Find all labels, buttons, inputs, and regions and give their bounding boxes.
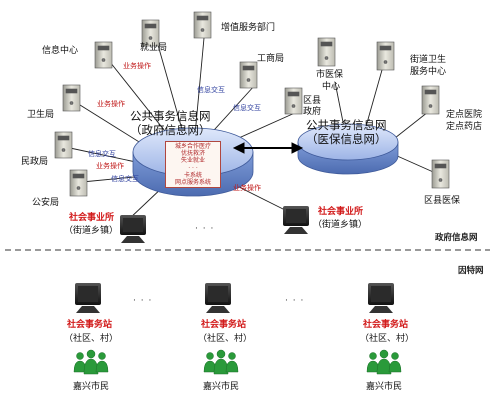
computer-icon: [205, 283, 231, 313]
zone-label-gov: 政府信息网: [435, 233, 478, 243]
server-icon: [284, 87, 303, 115]
server-icon: [62, 84, 81, 112]
computer-icon: [368, 283, 394, 313]
computer-icon: [75, 283, 101, 313]
server-icon: [54, 131, 73, 159]
server-icon: [317, 37, 336, 67]
ellipsis: · · ·: [133, 296, 153, 306]
server-icon: [239, 61, 258, 89]
office-subtitle: （街道乡镇）: [313, 220, 368, 230]
citizens-label: 嘉兴市民: [366, 382, 403, 392]
link-label-exchange: 信息交互: [233, 104, 261, 112]
station-title: 社会事务站: [363, 320, 409, 330]
link-label-business: 业务操作: [123, 62, 151, 70]
server-icon: [69, 169, 88, 197]
citizens-label: 嘉兴市民: [73, 382, 110, 392]
service-line: 优抚救济: [180, 150, 205, 158]
medical-network-title: 公共事务信息网: [306, 118, 387, 132]
station-computers: [75, 283, 394, 313]
server-icon: [94, 41, 113, 69]
service-line: 网点服务系统: [174, 179, 211, 187]
link-label-exchange: 信息交互: [88, 150, 116, 158]
ellipsis: · · ·: [195, 224, 215, 234]
street-health-label-1: 街道卫生: [410, 55, 447, 65]
medical-network-cylinder: [297, 123, 399, 175]
hospital-label-1: 定点医院: [446, 110, 483, 120]
zone-label-internet: 因特网: [458, 266, 484, 276]
ellipsis: · · ·: [285, 296, 305, 306]
station-title: 社会事务站: [201, 320, 247, 330]
link-label-business: 业务操作: [96, 162, 124, 170]
service-line: 失业就业: [180, 157, 205, 165]
civil-affairs-label: 民政局: [21, 157, 49, 167]
service-line: 城乡合作医疗: [174, 143, 211, 150]
hospital-label-2: 定点药店: [446, 122, 483, 132]
commerce-bureau-label: 工商局: [257, 54, 285, 64]
station-title: 社会事务站: [67, 320, 113, 330]
computer-icon: [283, 206, 309, 234]
city-medical-label-2: 中心: [322, 82, 341, 92]
district-gov-label-1: 区县: [303, 96, 322, 106]
service-line: · · ·: [188, 164, 198, 172]
people-icon: [73, 349, 109, 375]
gov-network-title: 公共事务信息网: [130, 109, 211, 123]
city-medical-label-1: 市医保: [316, 70, 344, 80]
public-security-label: 公安局: [32, 198, 60, 208]
link-label-exchange: 信息交互: [197, 86, 225, 94]
people-icon: [366, 349, 402, 375]
station-subtitle: （社区、村）: [360, 334, 415, 344]
district-medical-label: 区县医保: [424, 196, 461, 206]
link-label-business: 业务操作: [97, 100, 125, 108]
computer-icon: [120, 215, 146, 243]
station-subtitle: （社区、村）: [64, 334, 119, 344]
service-line: 卡系统: [183, 171, 202, 179]
street-health-label-2: 服务中心: [410, 67, 447, 77]
citizen-groups: [73, 349, 402, 375]
office-subtitle: （街道乡镇）: [64, 226, 119, 236]
bidirectional-arrow: [232, 142, 304, 154]
station-subtitle: （社区、村）: [198, 334, 253, 344]
gov-network-subtitle: （政府信息网）: [130, 123, 211, 137]
office-title: 社会事业所: [69, 213, 115, 223]
office-computers: [120, 206, 309, 243]
health-bureau-label: 卫生局: [27, 110, 55, 120]
citizens-label: 嘉兴市民: [203, 382, 240, 392]
server-icon: [193, 11, 212, 39]
info-center-label: 信息中心: [42, 46, 79, 56]
people-icon: [203, 349, 239, 375]
value-added-dept-label: 增值服务部门: [221, 23, 276, 33]
office-title: 社会事业所: [318, 207, 364, 217]
district-gov-label-2: 政府: [303, 107, 322, 117]
service-systems-box: 城乡合作医疗 优抚救济 失业就业 · · · 卡系统 网点服务系统: [165, 141, 221, 189]
link-label-exchange: 信息交互: [111, 175, 139, 183]
servers: [54, 11, 450, 197]
server-icon: [141, 19, 160, 47]
employment-bureau-label: 就业局: [140, 43, 168, 53]
server-icon: [431, 159, 450, 189]
server-icon: [376, 41, 395, 71]
link-label-business: 业务操作: [233, 184, 261, 192]
server-icon: [421, 85, 440, 115]
medical-network-subtitle: （医保信息网）: [306, 132, 387, 146]
